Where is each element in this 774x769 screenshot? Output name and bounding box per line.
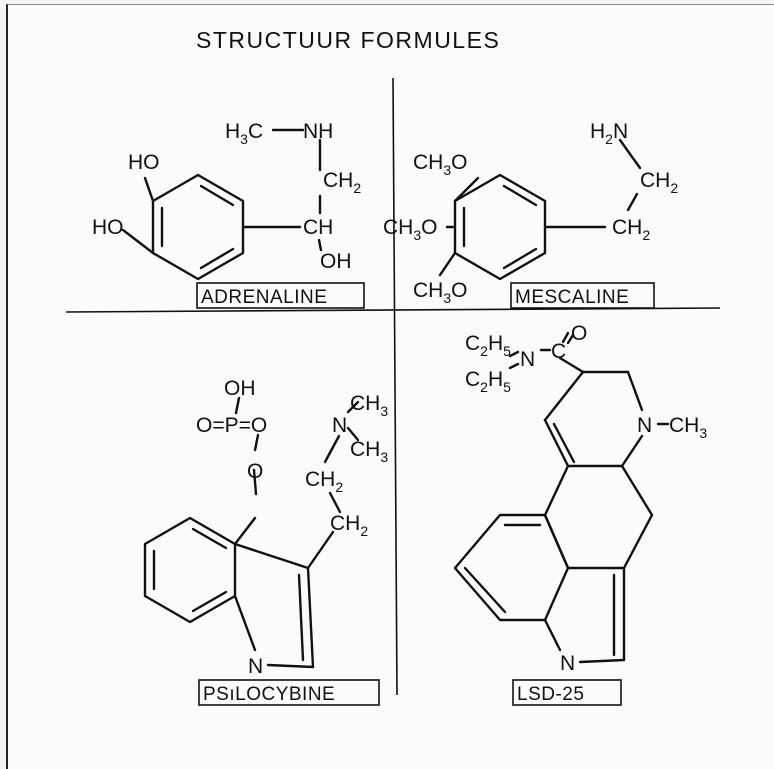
- svg-text:O=P=O: O=P=O: [196, 414, 267, 437]
- lsd-ch3: CH: [669, 414, 699, 437]
- adrenaline-ho-left: HO: [92, 216, 124, 239]
- psilocybine-ring-n: N: [248, 655, 263, 678]
- svg-text:CH2: CH2: [330, 512, 368, 539]
- lsd-c2h5-b-c: C: [465, 368, 480, 391]
- vertical-divider: [392, 77, 398, 696]
- page-frame: [6, 4, 774, 769]
- lsd-c2h5-b-sub1: 2: [480, 379, 488, 395]
- mescaline-h2n-n: N: [613, 120, 628, 143]
- mescaline-ch2-top-sub: 2: [670, 180, 678, 196]
- adrenaline-ho-top: HO: [128, 151, 160, 174]
- adrenaline-h3c-h: H: [225, 120, 240, 143]
- adrenaline-label-box: [196, 282, 365, 309]
- mescaline-och3-mid-o: O: [421, 216, 437, 239]
- mescaline-h2n-h: H: [590, 120, 605, 143]
- adrenaline-label: ADRENALINE: [201, 287, 327, 308]
- lsd-c2h5-a-c: C: [465, 332, 480, 355]
- psilocybine-ch3-b-sub: 3: [380, 449, 388, 465]
- lsd-bonds: [453, 331, 670, 664]
- psilocybine-bonds: [143, 396, 360, 669]
- mescaline-och3-bot: CH: [413, 279, 443, 302]
- lsd-c2h5-a-sub2: 5: [503, 343, 511, 359]
- lsd-o-amide: O: [571, 322, 587, 345]
- mescaline-och3-top-o: O: [451, 151, 467, 174]
- psilocybine-p: P: [225, 414, 239, 437]
- svg-text:H2N: H2N: [590, 120, 628, 147]
- lsd-ch3-sub: 3: [699, 425, 707, 441]
- svg-text:CH3: CH3: [669, 414, 707, 441]
- diagram-title: STRUCTUUR FORMULES: [196, 27, 500, 53]
- svg-text:H3C: H3C: [225, 120, 263, 147]
- mescaline-ch2-bot-sub: 2: [642, 227, 650, 243]
- mescaline-och3-top-sub: 3: [443, 162, 451, 178]
- adrenaline-ch2: CH: [323, 169, 353, 192]
- psilocybine-o: O: [247, 460, 263, 483]
- adrenaline-h3c-sub: 3: [240, 131, 248, 147]
- lsd-label: LSD-25: [517, 684, 584, 705]
- psilocybine-ch3-a-sub: 3: [380, 403, 388, 419]
- svg-text:CH3O: CH3O: [413, 151, 467, 178]
- lsd-c2h5-a-sub1: 2: [480, 343, 488, 359]
- adrenaline-nh: NH: [303, 120, 333, 143]
- mescaline-label: MESCALINE: [515, 287, 629, 308]
- adrenaline-structure: H3C NH CH2 HO HO CH OH ADRENALINE: [92, 120, 365, 309]
- mescaline-och3-bot-o: O: [451, 279, 467, 302]
- psilocybine-ch2-a: CH: [305, 468, 335, 491]
- mescaline-label-box: [510, 282, 655, 309]
- mescaline-structure: H2N CH2 CH2 CH3O CH3O CH3O MESCALINE: [383, 120, 678, 309]
- psilocybine-label: PSıLOCYBINE: [203, 684, 335, 705]
- lsd-indole-n: N: [560, 652, 575, 675]
- lsd-structure: C2H5 C2H5 N C O N CH3 N LSD-25: [453, 322, 707, 706]
- mescaline-och3-mid: CH: [383, 216, 413, 239]
- svg-text:CH2: CH2: [305, 468, 343, 495]
- psilocybine-ch3-b: CH: [350, 438, 380, 461]
- psilocybine-oh: OH: [224, 377, 256, 400]
- psilocybine-ch2-a-sub: 2: [335, 479, 343, 495]
- mescaline-ch2-top: CH: [640, 169, 670, 192]
- psilocybine-label-box: [198, 679, 380, 706]
- psilocybine-p-right: =O: [239, 414, 268, 437]
- psilocybine-n: N: [332, 414, 347, 437]
- psilocybine-ch2-b: CH: [330, 512, 360, 535]
- mescaline-och3-mid-sub: 3: [413, 227, 421, 243]
- svg-text:C2H5: C2H5: [465, 368, 511, 395]
- svg-text:CH3O: CH3O: [383, 216, 437, 243]
- mescaline-och3-top: CH: [413, 151, 443, 174]
- mescaline-och3-bot-sub: 3: [443, 290, 451, 306]
- adrenaline-bonds: [121, 128, 323, 281]
- lsd-c2h5-b-sub2: 5: [503, 379, 511, 395]
- svg-text:C2H5: C2H5: [465, 332, 511, 359]
- svg-text:CH3: CH3: [350, 438, 388, 465]
- adrenaline-h3c-c: C: [248, 120, 263, 143]
- adrenaline-ch2-sub: 2: [353, 180, 361, 196]
- adrenaline-ch: CH: [303, 216, 333, 239]
- svg-text:CH2: CH2: [640, 169, 678, 196]
- adrenaline-oh: OH: [320, 250, 352, 273]
- mescaline-h2n-sub: 2: [605, 131, 613, 147]
- mescaline-bonds: [438, 138, 642, 281]
- svg-text:CH3O: CH3O: [413, 279, 467, 306]
- lsd-n-amide: N: [520, 348, 535, 371]
- svg-text:CH2: CH2: [323, 169, 361, 196]
- psilocybine-p-left: O=: [196, 414, 225, 437]
- lsd-label-box: [512, 679, 622, 706]
- psilocybine-ch2-b-sub: 2: [360, 523, 368, 539]
- svg-text:CH3: CH3: [350, 392, 388, 419]
- lsd-c-amide: C: [551, 340, 566, 363]
- svg-text:CH2: CH2: [612, 216, 650, 243]
- lsd-c2h5-b-h: H: [488, 368, 503, 391]
- lsd-c2h5-a-h: H: [488, 332, 503, 355]
- psilocybine-ch3-a: CH: [350, 392, 380, 415]
- psilocybine-structure: OH O=P=O O N CH3 CH3 CH2 CH2 N PSıLOCYBI…: [143, 377, 388, 706]
- lsd-n-ring: N: [637, 414, 652, 437]
- mescaline-ch2-bot: CH: [612, 216, 642, 239]
